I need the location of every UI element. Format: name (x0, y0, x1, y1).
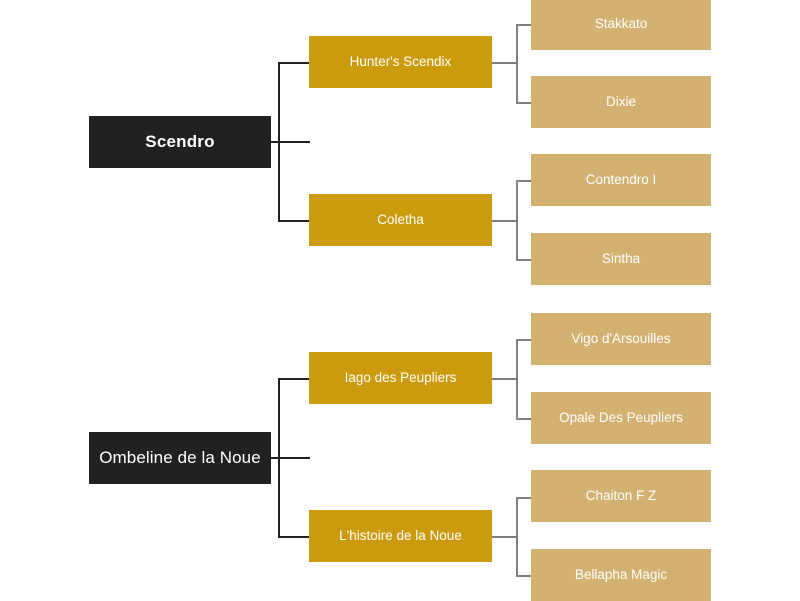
connector-ombeline-to-iago (278, 378, 310, 380)
connector-ombeline-vertical (278, 378, 280, 538)
connector-scendro-to-hunters-scendix (278, 62, 310, 64)
node-lhistoire-de-la-noue[interactable]: L'histoire de la Noue (309, 510, 492, 562)
node-label: Contendro I (585, 171, 657, 187)
connector-ombeline-to-lhistoire (278, 536, 310, 538)
node-vigo-darsouilles[interactable]: Vigo d'Arsouilles (531, 313, 711, 365)
node-opale-des-peupliers[interactable]: Opale Des Peupliers (531, 392, 711, 444)
node-label: Sintha (601, 250, 641, 266)
connector-coletha-to-contendro (516, 180, 532, 182)
node-label: Chaiton F Z (585, 487, 657, 503)
connector-hunters-scendix-stub (492, 62, 517, 64)
connector-lhistoire-to-chaiton (516, 497, 532, 499)
node-label: Coletha (377, 211, 424, 227)
connector-coletha-vertical (516, 180, 518, 259)
node-label: Iago des Peupliers (344, 369, 457, 385)
node-label: Bellapha Magic (574, 566, 668, 582)
connector-scendro-vertical (278, 62, 280, 222)
node-contendro-i[interactable]: Contendro I (531, 154, 711, 206)
node-root-scendro[interactable]: Scendro (89, 116, 271, 168)
node-iago-des-peupliers[interactable]: Iago des Peupliers (309, 352, 492, 404)
connector-iago-stub (492, 378, 517, 380)
connector-lhistoire-stub (492, 536, 517, 538)
connector-hunters-scendix-to-stakkato (516, 24, 532, 26)
connector-hunters-scendix-vertical (516, 24, 518, 103)
connector-lhistoire-vertical (516, 497, 518, 576)
node-label: L'histoire de la Noue (339, 527, 462, 543)
node-hunters-scendix[interactable]: Hunter's Scendix (309, 36, 492, 88)
node-label: Opale Des Peupliers (559, 409, 683, 425)
connector-hunters-scendix-to-dixie (516, 102, 532, 104)
node-label: Scendro (145, 131, 215, 151)
node-stakkato[interactable]: Stakkato (531, 0, 711, 50)
node-sintha[interactable]: Sintha (531, 233, 711, 285)
node-label: Vigo d'Arsouilles (571, 330, 671, 346)
connector-ombeline-root-stub (271, 457, 310, 459)
connector-scendro-root-stub (271, 141, 310, 143)
connector-coletha-stub (492, 220, 517, 222)
node-label: Hunter's Scendix (349, 53, 452, 69)
connector-iago-to-vigo (516, 339, 532, 341)
connector-scendro-to-coletha (278, 220, 310, 222)
node-dixie[interactable]: Dixie (531, 76, 711, 128)
node-label: Stakkato (594, 15, 648, 31)
node-coletha[interactable]: Coletha (309, 194, 492, 246)
connector-lhistoire-to-bellapha (516, 575, 532, 577)
connector-iago-vertical (516, 339, 518, 418)
node-label: Ombeline de la Noue (99, 447, 261, 467)
node-chaiton-f-z[interactable]: Chaiton F Z (531, 470, 711, 522)
connector-coletha-to-sintha (516, 259, 532, 261)
node-root-ombeline-de-la-noue[interactable]: Ombeline de la Noue (89, 432, 271, 484)
connector-iago-to-opale (516, 418, 532, 420)
node-label: Dixie (605, 93, 636, 109)
node-bellapha-magic[interactable]: Bellapha Magic (531, 549, 711, 601)
